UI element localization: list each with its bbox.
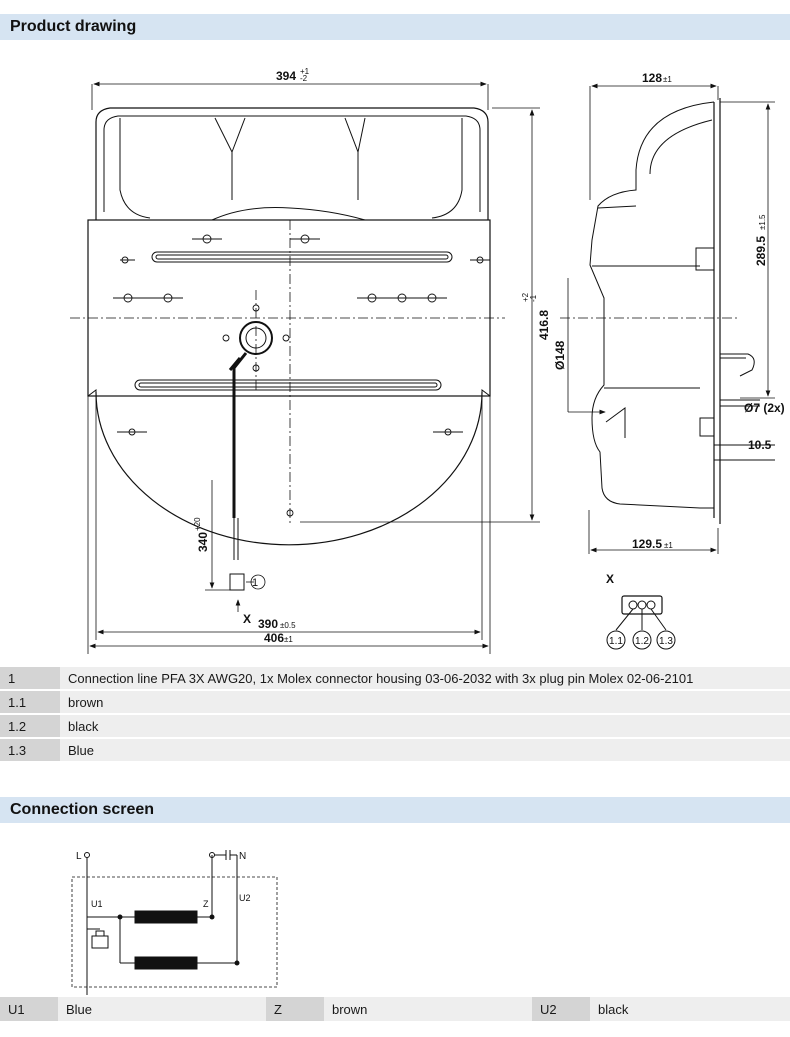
dim-hole: Ø7 (2x) bbox=[744, 401, 785, 415]
connection-value: Blue bbox=[58, 995, 266, 1021]
connection-value: brown bbox=[324, 995, 532, 1021]
dim-depth-bottom-tol: ±1 bbox=[664, 541, 673, 550]
view-x-label: X bbox=[243, 612, 251, 626]
table-row: U1 Blue Z brown U2 black bbox=[0, 995, 790, 1021]
schematic-label-u1: U1 bbox=[91, 899, 103, 909]
dim-depth-top-tol: ±1 bbox=[663, 75, 672, 84]
legend-key: 1.1 bbox=[0, 689, 60, 714]
table-row: 1 Connection line PFA 3X AWG20, 1x Molex… bbox=[0, 665, 790, 690]
side-view bbox=[589, 98, 775, 524]
dim-height-tol-down: -1 bbox=[529, 294, 538, 302]
front-centre-lines bbox=[70, 220, 505, 525]
dim-inner-width: 390 bbox=[258, 617, 278, 631]
dim-offset: 10.5 bbox=[748, 438, 772, 452]
dim-top-tol-up: +1 bbox=[300, 67, 310, 76]
schematic-label-z: Z bbox=[203, 899, 209, 909]
section-header-product-drawing: Product drawing bbox=[0, 14, 790, 40]
product-drawing: 394 +1 -2 416.8 +2 -1 340 +20 390 ±0.5 4… bbox=[70, 67, 785, 654]
dim-cable-tol: +20 bbox=[193, 517, 202, 531]
side-dimensions bbox=[567, 83, 775, 554]
legend-value: brown bbox=[60, 689, 790, 714]
front-view-plate bbox=[87, 219, 491, 591]
dim-outer-width: 406 bbox=[264, 631, 284, 645]
dim-depth-bottom: 129.5 bbox=[632, 537, 662, 551]
front-hole-markers bbox=[113, 234, 490, 517]
table-row: 1.3 Blue bbox=[0, 737, 790, 761]
schematic-label-u2: U2 bbox=[239, 893, 251, 903]
legend-value: Blue bbox=[60, 737, 790, 761]
table-row: 1.1 brown bbox=[0, 689, 790, 714]
pin-1-3: 1.3 bbox=[659, 636, 673, 647]
connection-key: Z bbox=[266, 995, 324, 1021]
connection-schematic: L N U1 Z U2 bbox=[71, 850, 278, 995]
connector-detail bbox=[606, 595, 676, 650]
front-dimensions bbox=[87, 81, 540, 654]
pin-1-1: 1.1 bbox=[609, 636, 623, 647]
legend-key: 1.3 bbox=[0, 737, 60, 761]
legend-key: 1.2 bbox=[0, 713, 60, 738]
legend-value: black bbox=[60, 713, 790, 738]
dim-inner-width-tol: ±0.5 bbox=[280, 621, 296, 630]
connection-key: U2 bbox=[532, 995, 590, 1021]
table-row: 1.2 black bbox=[0, 713, 790, 738]
dim-side-height-tol: ±1.5 bbox=[758, 214, 767, 230]
section-header-connection-screen: Connection screen bbox=[0, 797, 790, 823]
connection-table: U1 Blue Z brown U2 black bbox=[0, 995, 790, 1021]
connection-key: U1 bbox=[0, 995, 58, 1021]
legend-table: 1 Connection line PFA 3X AWG20, 1x Molex… bbox=[0, 665, 790, 761]
schematic-label-n: N bbox=[239, 851, 246, 862]
callout-1: 1 bbox=[252, 577, 258, 589]
legend-value: Connection line PFA 3X AWG20, 1x Molex c… bbox=[60, 665, 790, 690]
dim-diameter: Ø148 bbox=[553, 340, 567, 370]
dim-side-height: 289.5 bbox=[754, 236, 768, 266]
dim-outer-width-tol: ±1 bbox=[284, 635, 293, 644]
front-view-housing bbox=[95, 107, 489, 221]
dim-depth-top: 128 bbox=[642, 71, 662, 85]
dim-top-tol-down: -2 bbox=[300, 74, 308, 83]
schematic-label-l: L bbox=[76, 851, 82, 862]
view-x-detail-label: X bbox=[606, 572, 614, 586]
dim-height-tol-up: +2 bbox=[521, 292, 530, 302]
dim-top-width: 394 bbox=[276, 69, 296, 83]
connection-value: black bbox=[590, 995, 790, 1021]
dim-height: 416.8 bbox=[537, 310, 551, 340]
legend-key: 1 bbox=[0, 665, 60, 690]
pin-1-2: 1.2 bbox=[635, 636, 649, 647]
dim-cable: 340 bbox=[196, 532, 210, 552]
